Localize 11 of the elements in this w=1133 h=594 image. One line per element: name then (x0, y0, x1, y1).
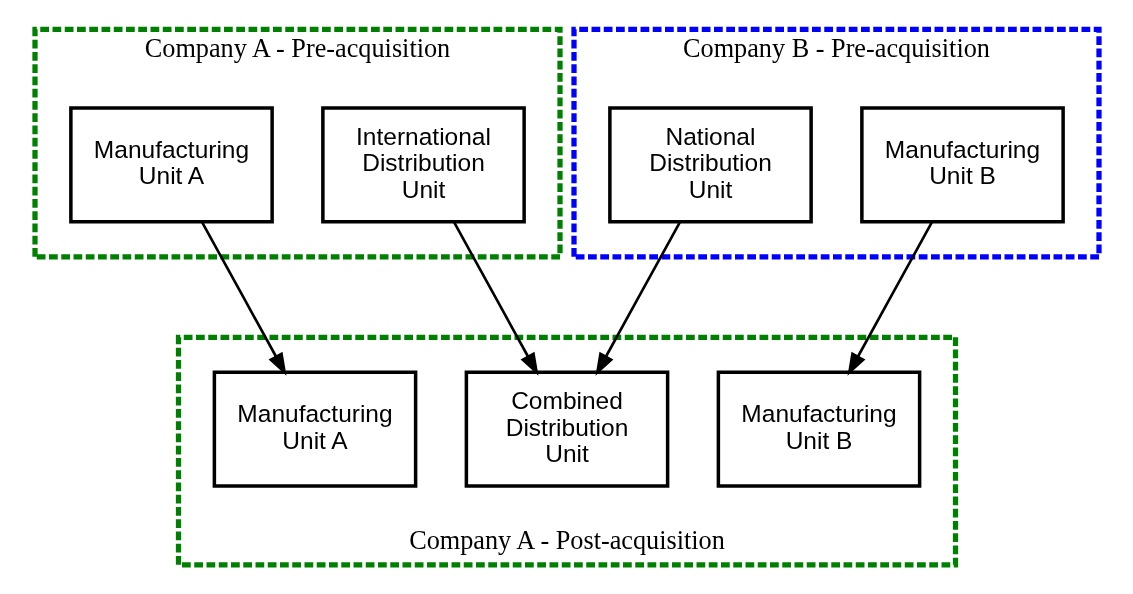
node-box: International Distribution Unit (320, 106, 526, 224)
arrow (847, 221, 933, 376)
node-box: Manufacturing Unit B (716, 370, 921, 488)
arrow (595, 221, 681, 376)
node-box: National Distribution Unit (607, 106, 813, 224)
arrow (452, 221, 538, 376)
node-box: Manufacturing Unit B (859, 106, 1065, 224)
node-box: Manufacturing Unit A (212, 370, 417, 488)
node-box: Manufacturing Unit A (68, 106, 274, 224)
arrow (200, 221, 286, 376)
node-box: Combined Distribution Unit (464, 370, 669, 488)
